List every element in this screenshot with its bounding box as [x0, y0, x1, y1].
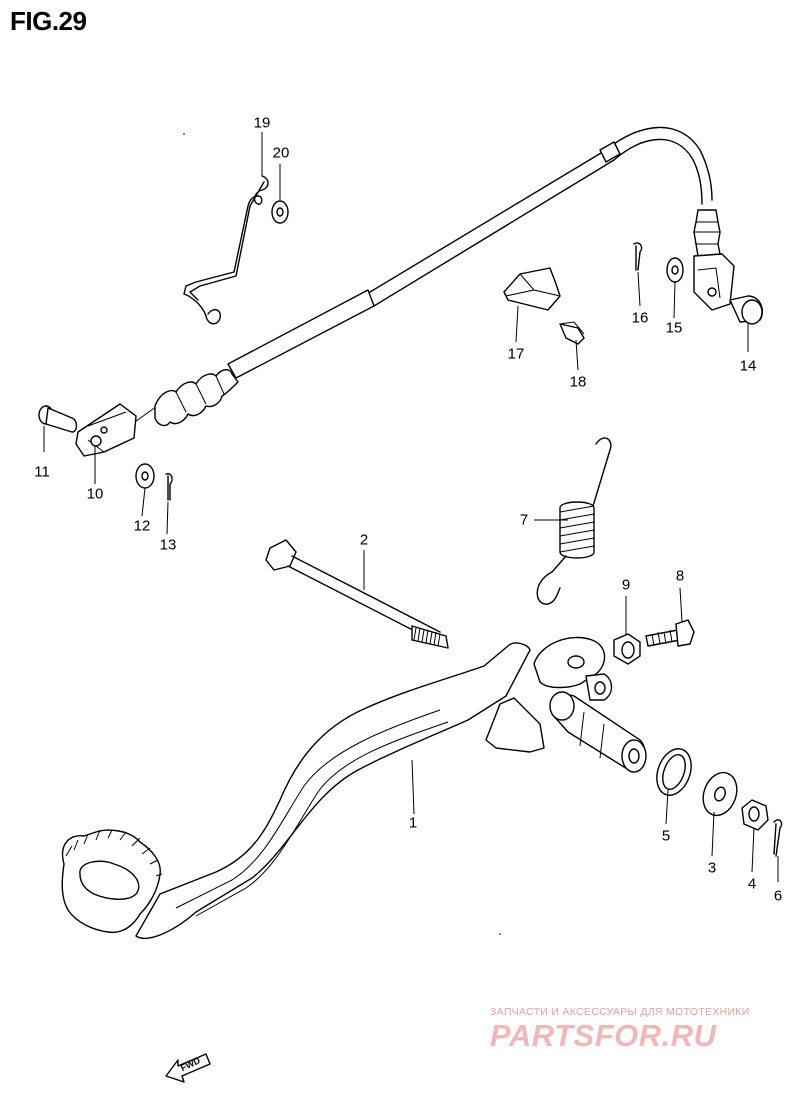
cable-clamp-17	[503, 267, 561, 311]
cable-boot-left	[154, 369, 239, 427]
o-ring-5	[656, 748, 692, 796]
callout-18: 18	[569, 373, 587, 391]
brake-cable	[131, 126, 735, 427]
clip-19	[183, 175, 269, 325]
callout-10: 10	[86, 485, 104, 503]
callout-2: 2	[359, 531, 369, 549]
callout-15: 15	[665, 319, 683, 337]
cable-clevis-upper	[693, 253, 735, 311]
bolt-8	[645, 619, 695, 647]
washer-20	[271, 200, 289, 224]
callout-5: 5	[661, 827, 671, 845]
fwd-arrow-icon	[165, 1053, 211, 1083]
callout-16: 16	[631, 309, 649, 327]
pin-14	[729, 295, 764, 325]
cotter-pin-6	[773, 819, 783, 857]
callout-20: 20	[272, 144, 290, 162]
callout-14: 14	[739, 357, 757, 375]
pivot-bolt-2	[265, 539, 449, 649]
leader-lines	[43, 132, 779, 882]
bolt-18	[559, 321, 585, 345]
cable-boot-right	[693, 209, 721, 257]
callout-4: 4	[747, 875, 757, 893]
nut-4	[741, 799, 769, 831]
callout-11: 11	[34, 463, 50, 481]
callout-19: 19	[253, 114, 271, 132]
cotter-pin-13	[165, 472, 173, 501]
watermark-tagline: ЗАПЧАСТИ И АКСЕССУАРЫ ДЛЯ МОТОТЕХНИКИ	[490, 1006, 750, 1018]
callout-13: 13	[159, 536, 177, 554]
callout-8: 8	[675, 567, 685, 585]
callout-1: 1	[408, 814, 418, 832]
brake-pedal-1	[61, 636, 647, 939]
washer-15	[666, 257, 684, 283]
callout-7: 7	[519, 511, 529, 529]
callout-6: 6	[773, 887, 783, 905]
callout-17: 17	[507, 345, 525, 363]
callout-12: 12	[133, 517, 151, 535]
spring-7	[536, 437, 612, 605]
watermark-logo: PARTSFOR.RU	[490, 1018, 717, 1053]
washer-12	[135, 463, 155, 489]
clevis-pin-11	[38, 405, 78, 433]
callout-3: 3	[707, 859, 717, 877]
nut-9	[613, 633, 641, 665]
callout-9: 9	[621, 576, 631, 594]
clevis-10	[75, 403, 137, 457]
cotter-pin-16	[633, 242, 643, 271]
figure-title: FIG.29	[10, 6, 87, 36]
washer-3	[702, 771, 738, 817]
